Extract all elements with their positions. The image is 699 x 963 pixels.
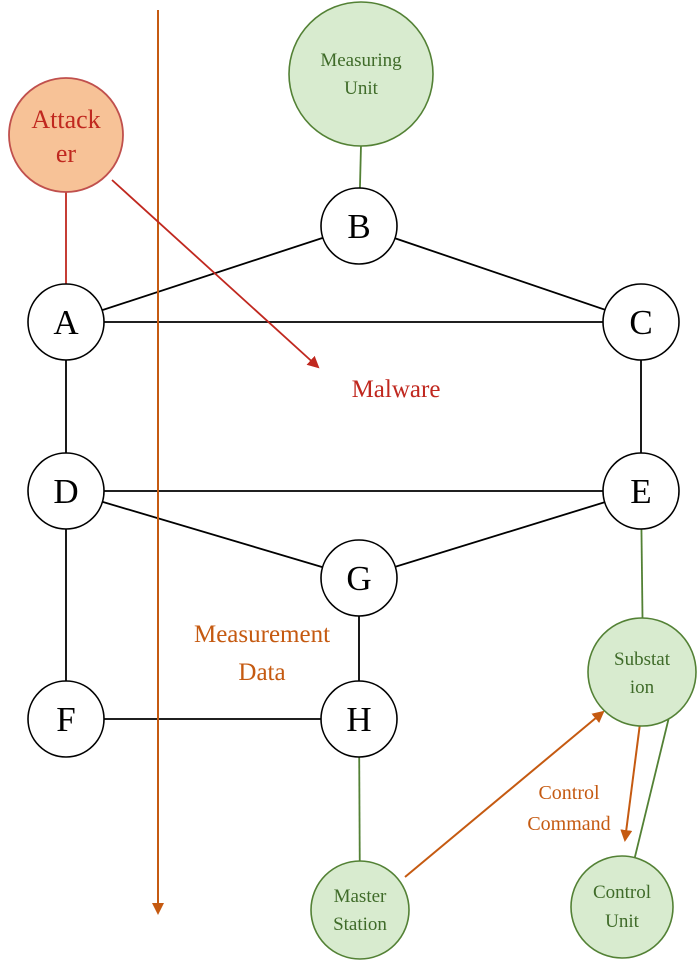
node-f-label: F	[56, 700, 75, 739]
node-d: D	[27, 452, 105, 530]
node-c-label: C	[629, 303, 652, 342]
node-b: B	[320, 187, 398, 265]
attacker-label-line2: er	[56, 139, 77, 168]
master-station-node: Master Station	[310, 860, 410, 960]
node-d-label: D	[53, 472, 78, 511]
edge-d-g	[65, 490, 360, 579]
substation-label-line1: Substat	[614, 649, 671, 670]
edge-a-b	[65, 225, 360, 323]
control-unit-node: Control Unit	[570, 855, 674, 959]
measurement-data-label-line2: Data	[238, 659, 285, 686]
measuring-unit-node: Measuring Unit	[288, 1, 434, 147]
measuring-unit-label-line2: Unit	[344, 78, 379, 99]
node-h: H	[320, 680, 398, 758]
node-g: G	[320, 539, 398, 617]
malware-arrow	[111, 179, 320, 369]
node-f: F	[27, 680, 105, 758]
attacker-label-line1: Attack	[31, 105, 100, 134]
malware-label: Malware	[352, 376, 441, 403]
control-command-arrow	[620, 707, 643, 842]
control-command-label-line1: Control	[538, 782, 600, 804]
substation-label-line2: ion	[630, 677, 655, 698]
substation-node: Substat ion	[587, 617, 697, 727]
node-e-label: E	[630, 472, 651, 511]
master-station-label-line2: Station	[333, 914, 387, 935]
control-command-label-line2: Command	[527, 813, 610, 835]
control-unit-label-line1: Control	[593, 882, 651, 903]
control-unit-label-line2: Unit	[605, 911, 640, 932]
edge-e-g	[358, 490, 642, 579]
node-c: C	[602, 283, 680, 361]
measurement-data-label-line1: Measurement	[194, 621, 330, 648]
node-g-label: G	[346, 559, 371, 598]
node-e: E	[602, 452, 680, 530]
node-b-label: B	[347, 207, 370, 246]
master-station-label-line1: Master	[334, 886, 387, 907]
node-h-label: H	[346, 700, 371, 739]
node-a: A	[27, 283, 105, 361]
measuring-unit-label-line1: Measuring	[320, 50, 402, 71]
node-a-label: A	[53, 303, 79, 342]
attacker-node: Attack er	[8, 77, 124, 193]
master-to-substation-arrow	[404, 710, 605, 878]
edge-b-c	[358, 225, 642, 323]
